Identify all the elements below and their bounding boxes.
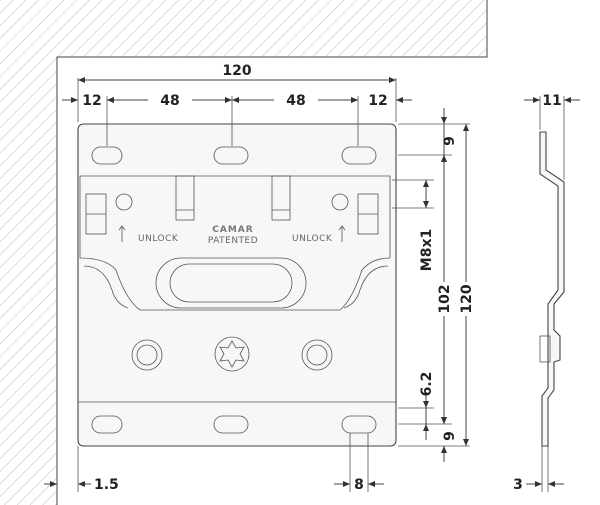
unlock-arrow-right-icon: [338, 225, 346, 242]
dim-overall-height: 120: [459, 284, 475, 313]
dim-edge-left: 12: [82, 93, 101, 109]
dim-slot-span: 102: [437, 284, 453, 313]
patented-label: PATENTED: [208, 236, 258, 246]
tab-left: [175, 175, 195, 221]
wall-corner: [0, 0, 488, 505]
dim-slot-left: 48: [160, 93, 179, 109]
lock-hole-right: [331, 193, 349, 211]
slot-bottom-left: [91, 415, 123, 434]
slot-top-right: [341, 146, 377, 165]
unlock-label-left: UNLOCK: [138, 234, 179, 244]
brand-label: CAMAR: [212, 225, 253, 235]
slot-top-center: [213, 146, 249, 165]
dim-bottom-gap: 6.2: [419, 372, 435, 397]
dim-thread: M8x1: [419, 229, 435, 271]
dim-thickness: 3: [513, 477, 523, 493]
dim-wall-gap: 1.5: [94, 477, 119, 493]
dim-bottom-offset: 9: [442, 431, 458, 441]
dim-slot-right: 48: [286, 93, 305, 109]
slot-top-left: [91, 146, 123, 165]
hook-body: [79, 175, 391, 311]
slot-bottom-center: [213, 415, 249, 434]
mounting-plate: UNLOCK UNLOCK CAMAR PATENTED: [77, 123, 397, 447]
center-oval: [155, 257, 307, 309]
dim-overall-width: 120: [222, 63, 251, 79]
screw-hole-right: [301, 339, 333, 371]
dim-edge-right: 12: [368, 93, 387, 109]
lock-hole-left: [115, 193, 133, 211]
screw-hole-left: [131, 339, 163, 371]
unlock-arrow-left-icon: [118, 225, 126, 242]
torx-screw-icon: [214, 336, 250, 372]
side-view: [539, 131, 565, 447]
unlock-label-right: UNLOCK: [292, 234, 333, 244]
dim-side-width: 11: [542, 93, 561, 109]
dim-top-offset: 9: [442, 136, 458, 146]
slot-bottom-right: [341, 415, 377, 434]
dim-slot-width: 8: [354, 477, 364, 493]
tab-right: [271, 175, 291, 221]
dimensions: 120 12 48 48 12 9 M8x1 102: [44, 63, 580, 493]
